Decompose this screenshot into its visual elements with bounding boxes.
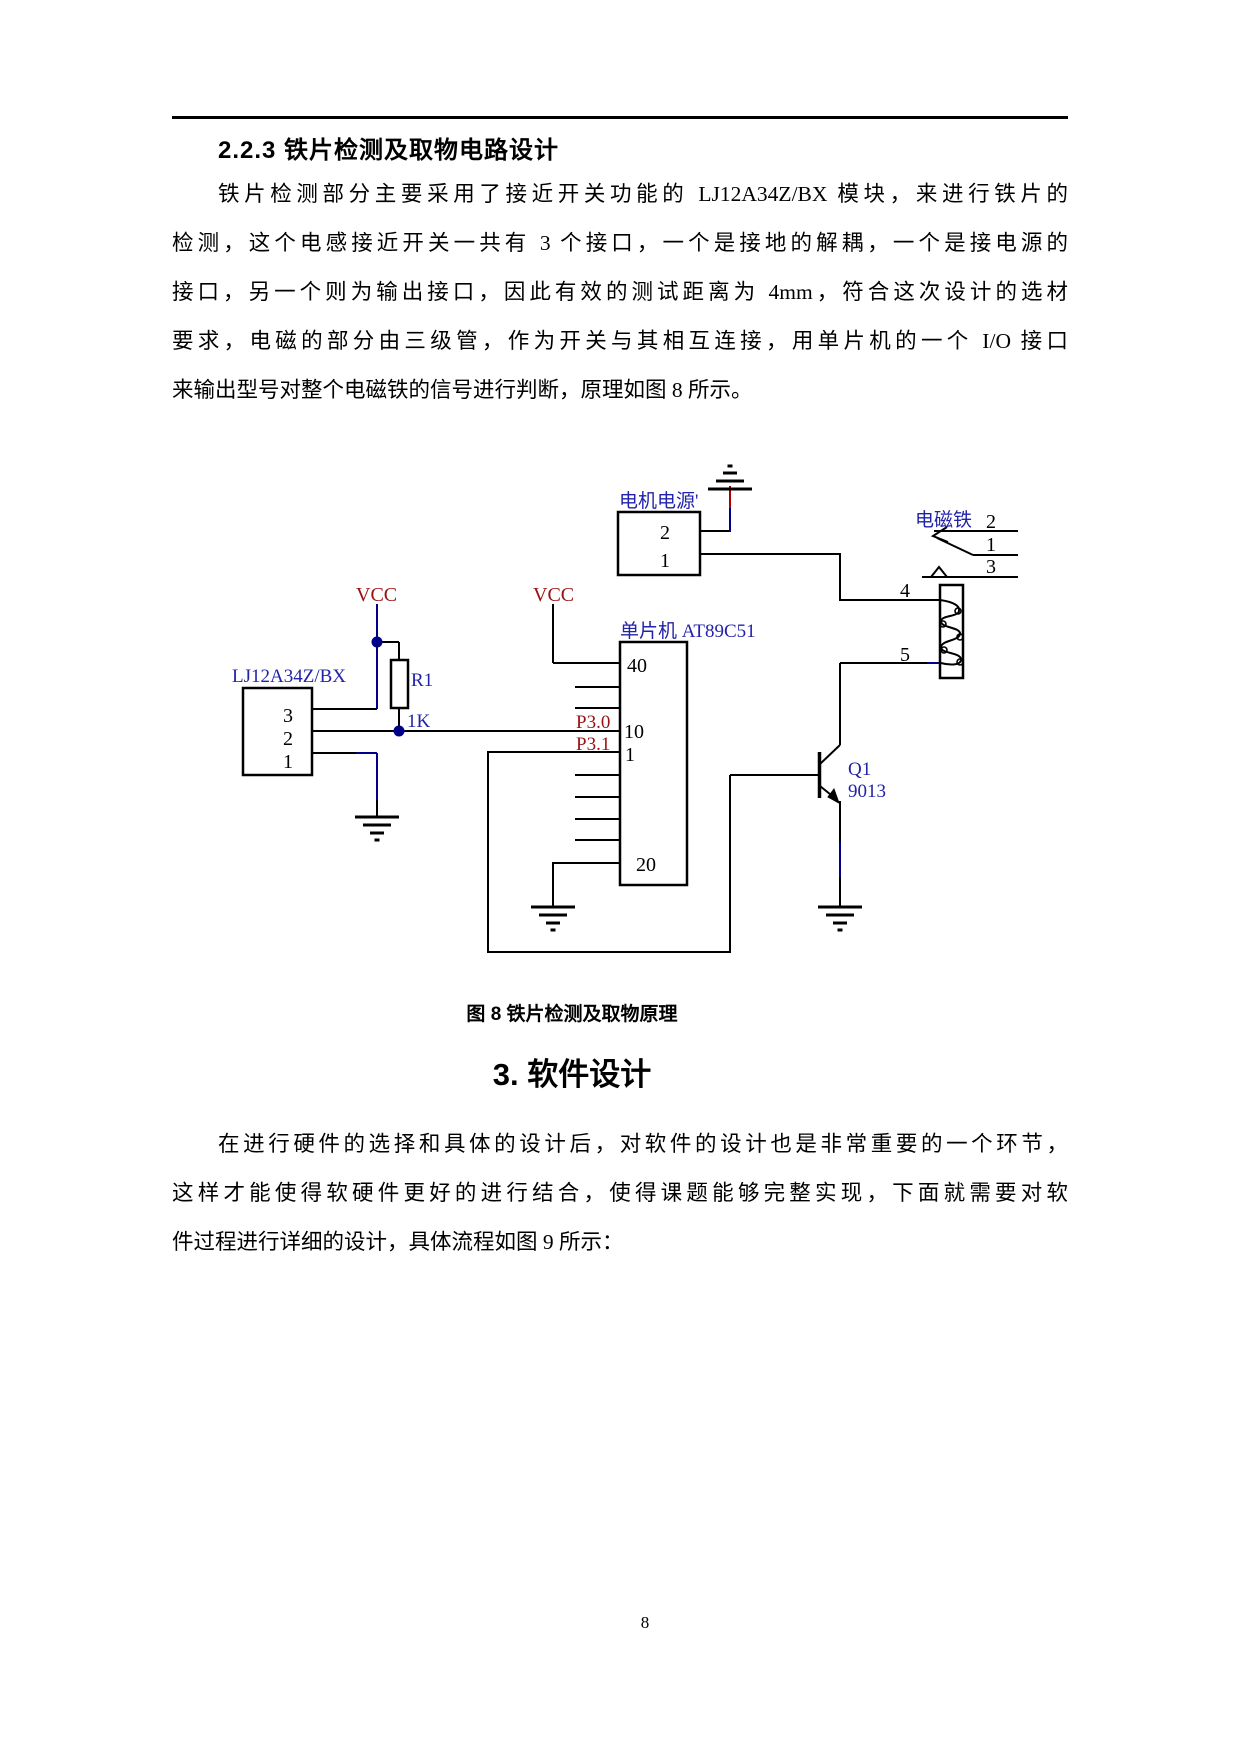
sensor-label: LJ12A34Z/BX	[232, 666, 346, 687]
vcc-mid-label: VCC	[533, 584, 574, 606]
motor-pin-2: 2	[660, 522, 670, 544]
paragraph-2: 在进行硬件的选择和具体的设计后，对软件的设计也是非常重要的一个环节， 这样才能使…	[172, 1120, 1068, 1267]
relay-pin-3: 3	[986, 556, 996, 578]
ground-symbol-sensor	[353, 815, 401, 842]
section-heading-223: 2.2.3 铁片检测及取物电路设计	[218, 137, 560, 164]
mcu-box	[618, 640, 689, 887]
sensor-pin-1: 1	[283, 751, 293, 773]
sensor-pin-2: 2	[283, 728, 293, 750]
ground-symbol-transistor	[816, 905, 864, 932]
relay-pin-4: 4	[900, 580, 910, 602]
relay-pin-2: 2	[986, 511, 996, 533]
electromagnet-label: 电磁铁	[915, 509, 972, 531]
circuit-wires	[312, 530, 1018, 953]
paragraph-line: 要求，电磁的部分由三级管，作为开关与其相互连接，用单片机的一个 I/O 接口	[172, 329, 1068, 353]
paragraph-line: 来输出型号对整个电磁铁的信号进行判断，原理如图 8 所示。	[172, 378, 753, 402]
vcc-left-label: VCC	[356, 584, 397, 606]
mcu-label: 单片机 AT89C51	[620, 620, 756, 642]
relay-pin-5: 5	[900, 644, 910, 666]
relay-contacts	[930, 526, 949, 578]
r1-value-label: 1K	[407, 711, 431, 732]
junction-dot-vcc	[371, 636, 383, 648]
circuit-colored-wires	[356, 486, 940, 878]
ground-symbol-mcu	[529, 905, 577, 932]
paragraph-1: 铁片检测部分主要采用了接近开关功能的 LJ12A34Z/BX 模块，来进行铁片的…	[172, 170, 1068, 415]
page-number: 8	[640, 1613, 650, 1632]
paragraph-line: 铁片检测部分主要采用了接近开关功能的 LJ12A34Z/BX 模块，来进行铁片的	[218, 182, 1068, 206]
section-heading-3: 3. 软件设计	[492, 1057, 652, 1092]
mcu-pin-20: 20	[636, 854, 656, 876]
resistor-r1-box	[389, 658, 410, 710]
figure-caption: 图 8 铁片检测及取物原理	[466, 1004, 678, 1025]
figure-8-circuit: 电机电源' 电磁铁 单片机 AT89C51 LJ12A34Z/BX R1 1K …	[232, 464, 1018, 953]
coil-winding	[939, 599, 964, 666]
paragraph-line: 这样才能使得软硬件更好的进行结合，使得课题能够完整实现，下面就需要对软	[172, 1181, 1068, 1205]
q1-value-label: 9013	[848, 781, 886, 802]
mcu-pin-10: 10	[624, 721, 644, 743]
motor-power-connector-box	[616, 510, 702, 577]
ground-symbol-top	[706, 464, 754, 491]
r1-label: R1	[411, 670, 433, 691]
p30-pin-label: P3.0	[576, 712, 610, 733]
q1-label: Q1	[848, 759, 871, 780]
relay-pin-1: 1	[986, 534, 996, 556]
header-rule	[172, 116, 1068, 119]
paragraph-line: 在进行硬件的选择和具体的设计后，对软件的设计也是非常重要的一个环节，	[218, 1132, 1068, 1156]
p31-pin-label: P3.1	[576, 734, 610, 755]
paragraph-line: 件过程进行详细的设计，具体流程如图 9 所示：	[172, 1230, 624, 1254]
motor-pin-1: 1	[660, 550, 670, 572]
mcu-pin-40: 40	[627, 655, 647, 677]
mcu-pin-1: 1	[625, 744, 635, 766]
paragraph-line: 接口，另一个则为输出接口，因此有效的测试距离为 4mm，符合这次设计的选材	[172, 280, 1068, 304]
sensor-box	[241, 686, 314, 777]
motor-power-label: 电机电源'	[619, 490, 698, 512]
transistor-q1	[817, 752, 840, 805]
sensor-pin-3: 3	[283, 705, 293, 727]
junction-dot-1k	[393, 725, 405, 737]
paragraph-line: 检测，这个电感接近开关一共有 3 个接口，一个是接地的解耦，一个是接电源的	[172, 231, 1068, 255]
